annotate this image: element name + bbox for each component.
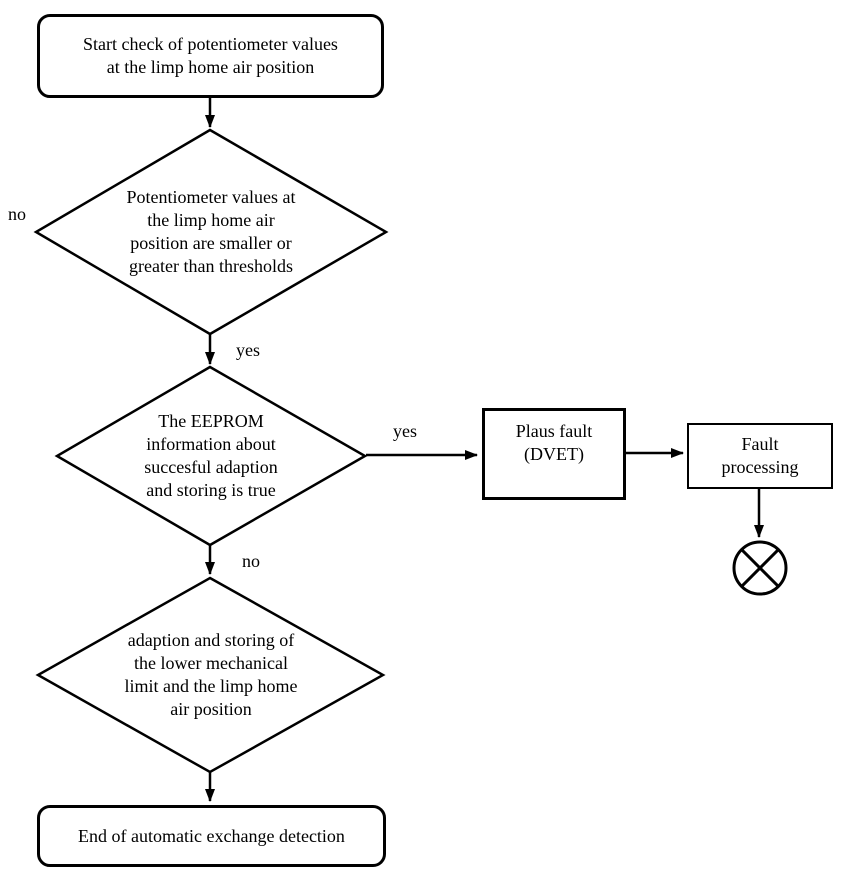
end-node-label: End of automatic exchange detection (78, 825, 345, 846)
fault-processing-label: Fault processing (721, 434, 799, 477)
end-node: End of automatic exchange detection (37, 805, 386, 867)
decision2-node: The EEPROM information about succesful a… (86, 408, 336, 504)
decision3-label: adaption and storing of the lower mechan… (124, 630, 298, 719)
decision1-node: Potentiometer values at the limp home ai… (61, 184, 361, 280)
plaus-fault-label: Plaus fault (DVET) (515, 421, 593, 464)
decision1-label: Potentiometer values at the limp home ai… (126, 187, 296, 276)
decision2-label: The EEPROM information about succesful a… (144, 411, 278, 500)
start-node: Start check of potentiometer values at t… (37, 14, 384, 98)
fault-processing-node: Fault processing (687, 423, 833, 489)
decision3-node: adaption and storing of the lower mechan… (61, 627, 361, 723)
decision1-yes-label: yes (236, 340, 260, 360)
decision1-no-label: no (8, 204, 26, 224)
crossed-circle-icon (732, 540, 788, 596)
decision2-yes-label: yes (393, 421, 417, 441)
plaus-fault-node: Plaus fault (DVET) (482, 408, 626, 500)
decision2-no-label: no (242, 551, 260, 571)
start-node-label: Start check of potentiometer values at t… (83, 34, 338, 77)
